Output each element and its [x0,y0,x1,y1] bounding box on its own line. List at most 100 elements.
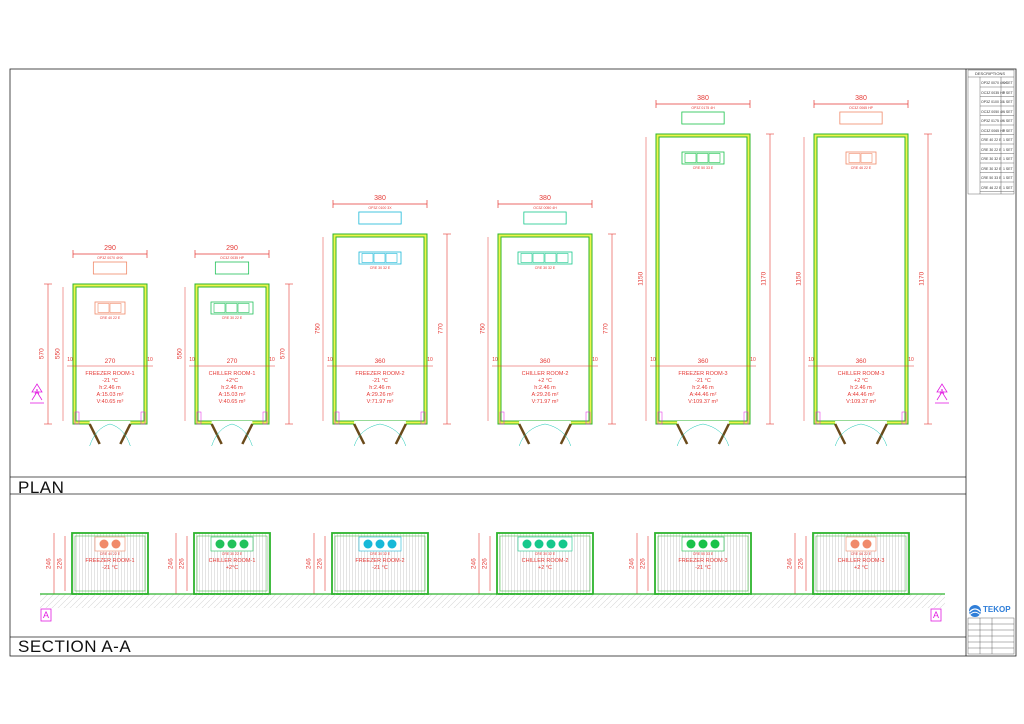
section-inner-wall [334,535,426,592]
door-swing-arc [379,423,407,447]
inner-length: 550 [54,348,62,360]
section-room-name: FREEZER ROOM-2 [355,558,405,564]
evaporator-fan-icon [522,539,532,549]
evaporator-fan-icon [862,539,872,549]
section-inner-height: 226 [797,557,805,569]
section-view [40,532,945,622]
cut-marker-letter: A [34,389,40,396]
door-frame-post [901,411,907,425]
section-inner-height: 226 [481,557,489,569]
title-block-item: OP3Z 0100 3X [981,100,1005,104]
door-frame-post [657,411,663,425]
evaporator-fan [97,303,110,313]
wall-thickness-left: 10 [492,357,498,363]
room-plan-2 [184,250,293,447]
door-leaf-right [241,423,254,445]
room-height: h:2.46 m [850,385,872,391]
title-block-item: OC3Z 0050 4H [981,109,1005,114]
section-room-temperature: +2 °C [854,565,868,571]
door-swing-arc [211,423,233,447]
door-opening [211,421,253,425]
door-leaf-left [88,423,101,445]
condenser-model: OC3Z 0035 HP [220,256,244,260]
width-dimension: 380 [374,195,386,202]
door-leaf-right [875,423,888,445]
evaporator-fan-icon [111,539,121,549]
section-inner-wall [499,535,591,592]
condenser-unit [523,211,567,225]
evaporator-fan-icon [546,539,556,549]
room-name: FREEZER ROOM-2 [355,371,405,377]
title-block-qty: 1 SET [1003,166,1013,171]
cut-marker-right [935,383,949,404]
section-marker-box [930,608,942,622]
section-inner-height: 226 [56,557,64,569]
section-title: SECTION A-A [18,637,132,656]
evaporator-unit [94,301,126,315]
door-opening [677,421,729,425]
title-block-item: CRE 46 22 E [981,185,1002,190]
room-area: A:15.03 m² [218,392,246,398]
door-swing-arc [702,423,730,447]
door-frame-post [74,411,80,425]
width-dimension: 380 [539,195,551,202]
section-marker-box [40,608,52,622]
condenser-model: OP3Z 0100 3X [368,206,392,210]
room-height: h:2.46 m [692,385,714,391]
cut-marker-letter: A [939,389,945,396]
evaporator-fan-icon [698,539,708,549]
room-wall-inner [816,136,906,422]
width-dimension: 290 [226,245,238,252]
sheet-frame [9,68,1017,657]
evaporator-fan-icon [850,539,860,549]
evaporator-fan-icon [710,539,720,549]
section-room-name: CHILLER ROOM-1 [208,558,256,564]
evaporator-fan [696,153,709,163]
door-opening [354,421,406,425]
condenser-unit [358,211,402,225]
room-temperature: +2 °C [854,378,868,384]
inner-width: 270 [226,358,238,365]
room-wall-inner [658,136,748,422]
section-room-temperature: -21 °C [695,565,711,571]
door-frame-post [196,411,202,425]
cut-arrow-icon [936,383,948,401]
inner-length: 1150 [637,271,645,286]
width-dimension: 380 [697,95,709,102]
room-height: h:2.46 m [534,385,556,391]
section-room-name: FREEZER ROOM-1 [85,558,135,564]
door-leaf-right [717,423,730,445]
tekop-logo-text: TEKOP [983,605,1011,614]
section-room-temperature: +2 °C [538,565,552,571]
section-inner-height: 226 [316,557,324,569]
door-swing-arc [109,423,131,447]
section-inner-wall [196,535,268,592]
evaporator-fan-icon [375,539,385,549]
room-wall-inner [197,286,267,422]
evaporator-model: CRE 46 22 E [850,166,872,170]
condenser-model: OP3Z 0175 4H [691,106,715,110]
door-opening [89,421,131,425]
title-block-item: CRE 50 33 E [981,176,1002,180]
evaporator-model: CRE 40 22 E [99,316,121,320]
title-block-qty: 1 SET [1003,176,1013,180]
outer-length: 770 [437,323,445,335]
section-marker-left [40,608,52,622]
door-frame-post [743,411,749,425]
evaporator-fan-icon [99,539,109,549]
room-section-6 [794,532,910,595]
room-volume: V:40.65 m³ [96,399,124,405]
title-block-item: CRE 30 22 E [981,147,1002,152]
section-room-temperature: -21 °C [102,565,118,571]
evaporator-fan [520,253,533,263]
condenser-unit [92,261,128,275]
title-block-qty: 1 SET [1003,147,1013,152]
wall-thickness-right: 10 [750,357,756,363]
room-height: h:2.46 m [369,385,391,391]
evaporator-fan-icon [227,539,237,549]
room-area: A:29.26 m² [366,392,394,398]
room-plan-6 [803,100,932,447]
section-evaporator-model: CRE 50 33 E [692,552,714,556]
room-section-3 [313,532,429,595]
inner-width: 360 [697,358,709,365]
